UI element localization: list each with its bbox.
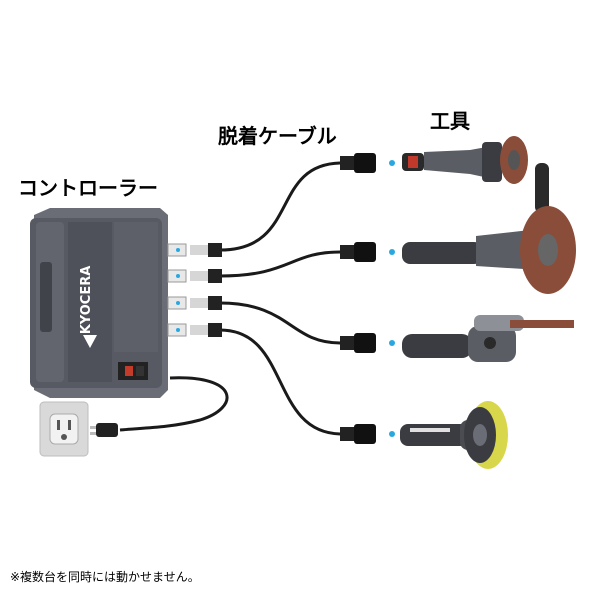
tool-connectors (340, 153, 395, 444)
footnote: ※複数台を同時には動かせません。 (10, 570, 200, 584)
cables (119, 161, 341, 436)
angle-grinder-large (402, 163, 576, 294)
angle-grinder-small (402, 136, 528, 184)
cable-1 (219, 161, 341, 252)
controller-box: KYOCERA (30, 208, 168, 398)
logo-text: KYOCERA (79, 266, 94, 335)
random-orbit-sander (400, 401, 508, 469)
power-plug (90, 423, 118, 437)
controller-label: コントローラー (18, 176, 158, 200)
belt-sander (402, 315, 574, 362)
wall-outlet (39, 401, 89, 457)
kyocera-logo: KYOCERA (79, 266, 94, 335)
cable-4 (219, 328, 341, 436)
cable-3 (219, 301, 341, 345)
tools-label: 工具 (430, 109, 470, 133)
logo-mark-icon (83, 335, 97, 348)
cable-label: 脱着ケーブル (218, 124, 337, 148)
power-cord (119, 376, 229, 432)
cable-2 (219, 250, 341, 278)
controller-ports (167, 243, 222, 337)
